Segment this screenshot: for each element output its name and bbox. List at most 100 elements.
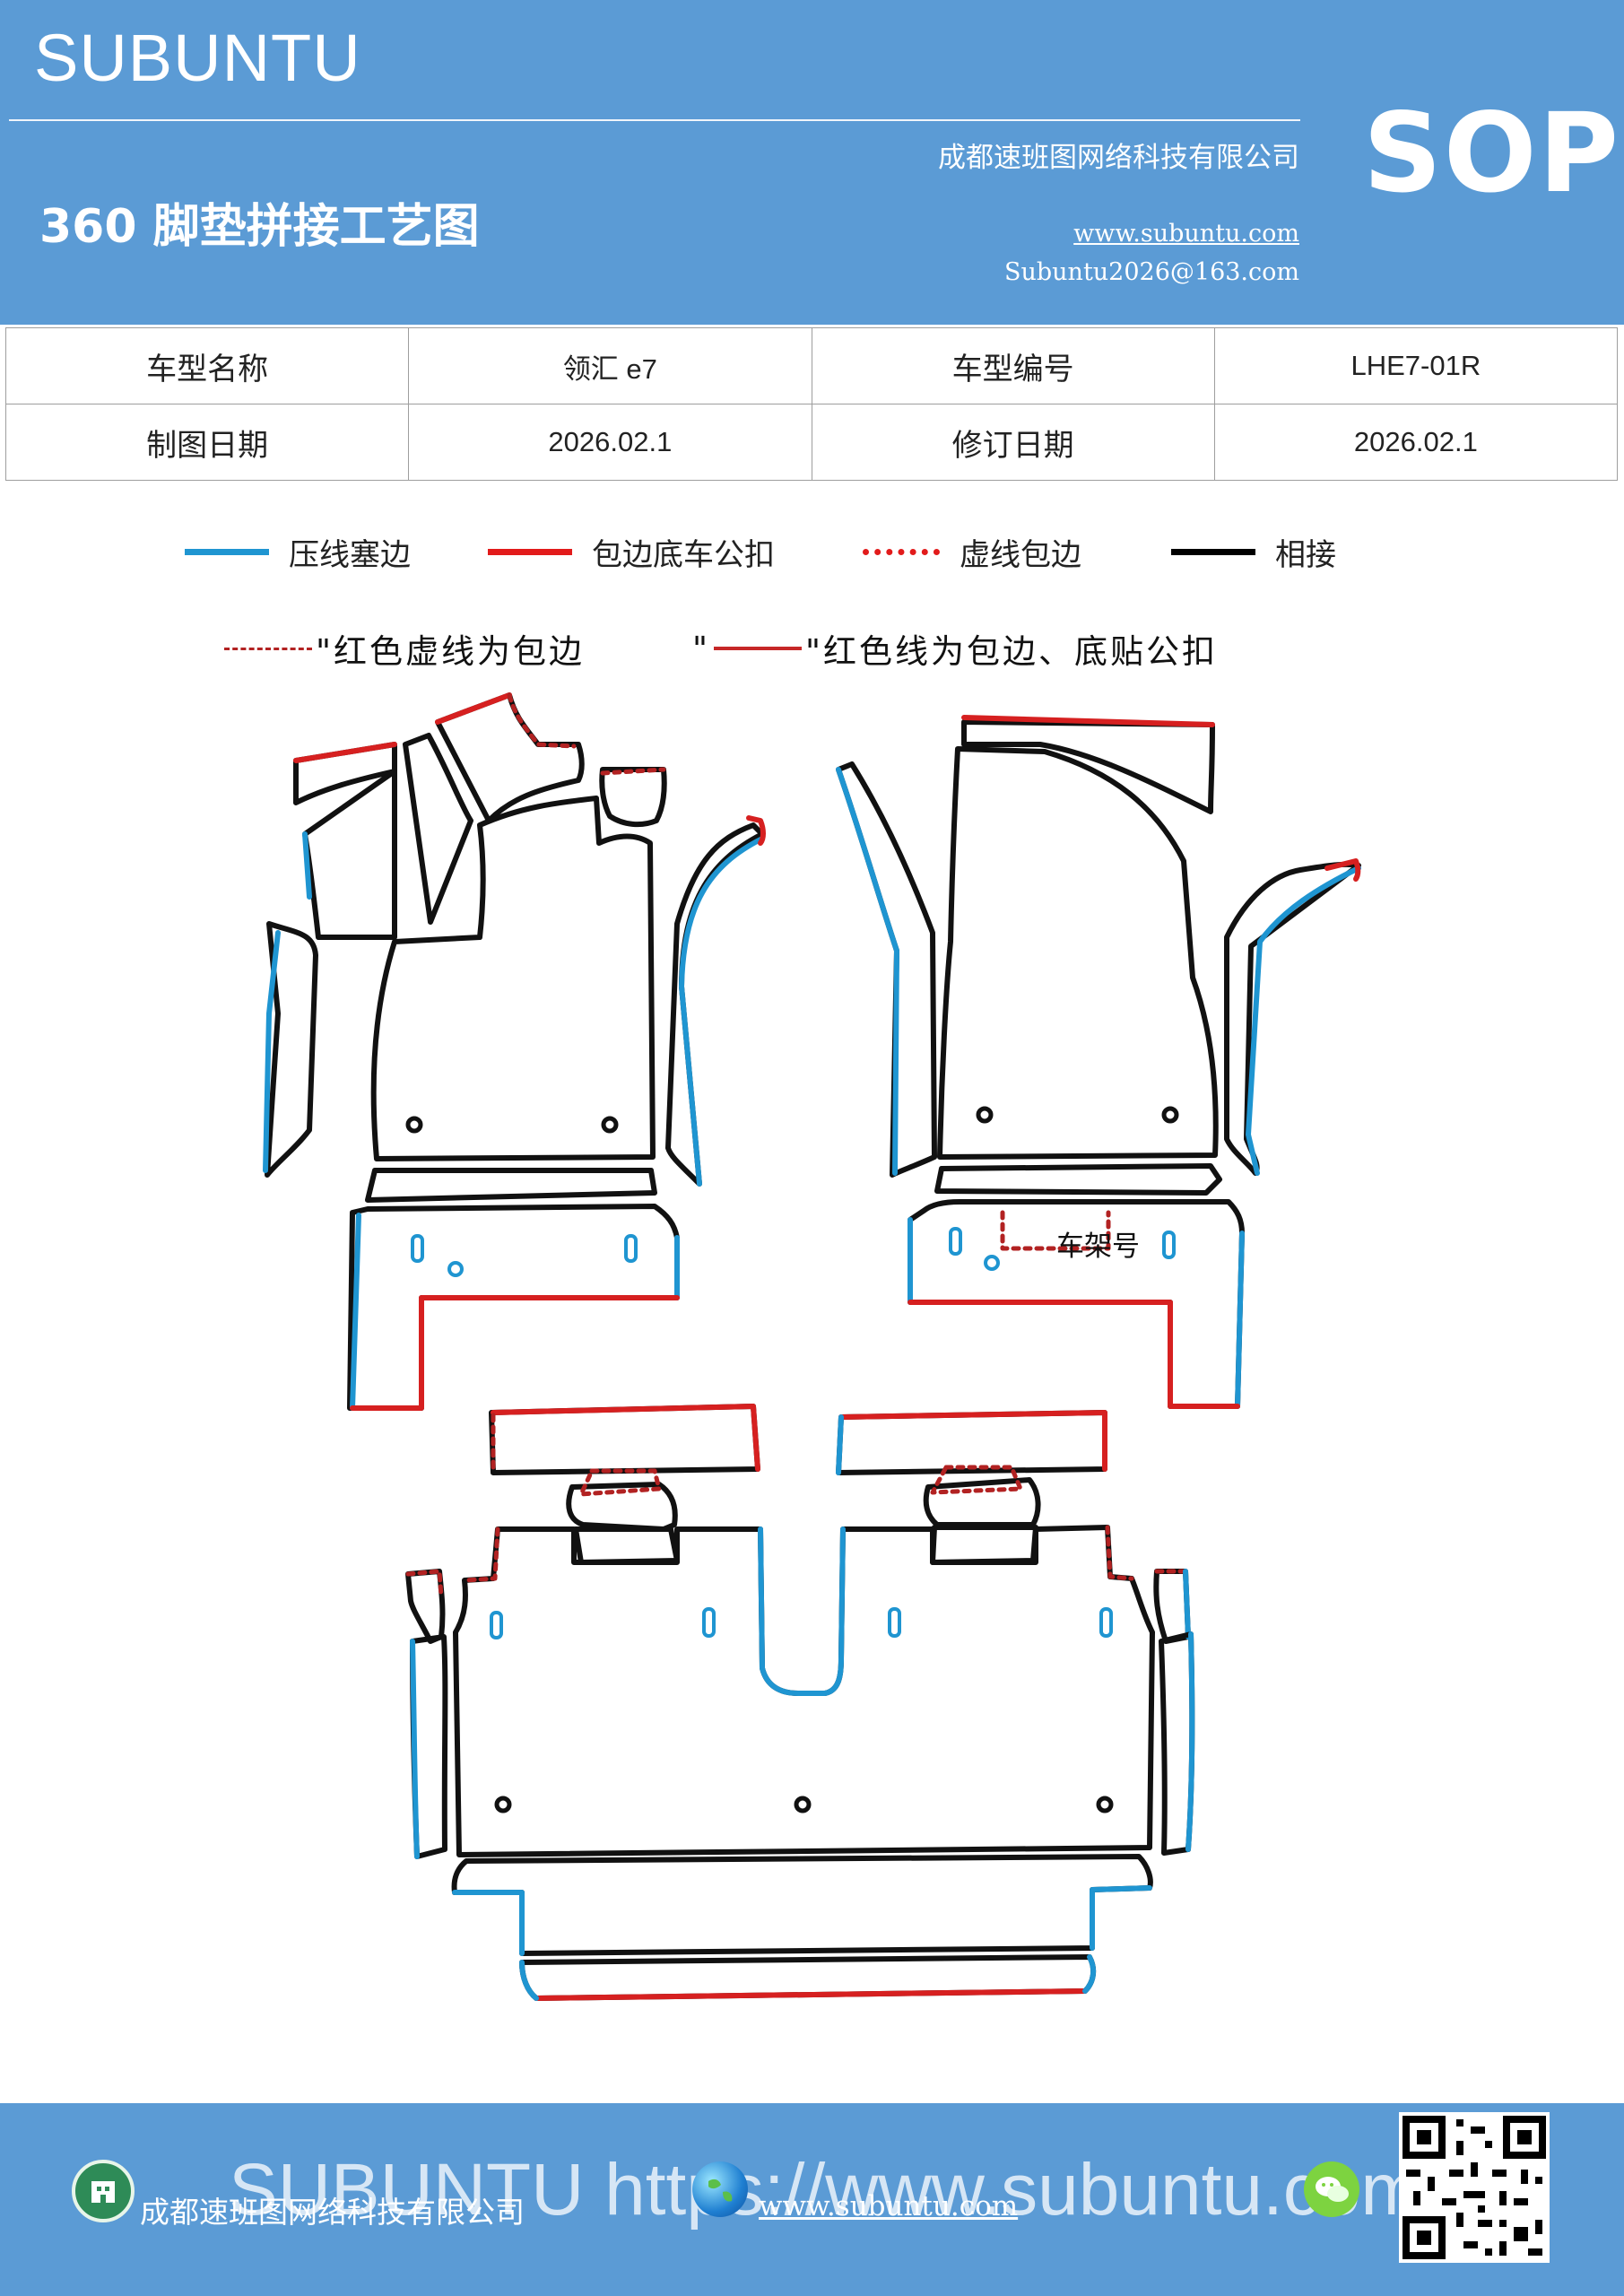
legend-item-hem-buckle: 包边底车公扣	[488, 529, 775, 574]
legend-swatch-red-dotted	[863, 548, 940, 555]
legend-label: 压线塞边	[289, 536, 411, 573]
slot-hole	[949, 1227, 962, 1256]
footer-watermark: SUBUNTU https://www.subuntu.com	[229, 2149, 1422, 2231]
mat-edge-blue	[302, 831, 312, 900]
fixing-hole	[976, 1106, 994, 1124]
mat-piece	[930, 1525, 1038, 1565]
mat-edge-red	[293, 742, 397, 763]
building-icon	[72, 2160, 135, 2222]
mat-edge-blue	[1183, 1569, 1191, 1639]
mat-edge-red-dotted	[578, 1468, 662, 1497]
fixing-hole	[1096, 1796, 1114, 1813]
legend-swatch-black	[1171, 548, 1255, 555]
legend-item-press-line: 压线塞边	[185, 529, 411, 574]
mat-piece	[836, 761, 937, 1178]
header-banner	[0, 0, 1624, 325]
fixing-hole	[601, 1116, 619, 1134]
table-cell: 车型名称	[4, 327, 410, 404]
footer-company-name: 成都速班图网络科技有限公司	[140, 2195, 525, 2230]
mat-edge-red	[838, 1410, 1107, 1472]
mat-edge-red	[491, 1404, 760, 1472]
mat-piece	[937, 746, 1219, 1160]
note-dashed-swatch	[224, 647, 312, 650]
mat-edge-blue	[263, 930, 281, 1173]
fixing-hole	[984, 1255, 1000, 1271]
mat-edge-red	[908, 1300, 1240, 1409]
slot-hole	[702, 1607, 716, 1638]
mat-piece	[403, 733, 473, 925]
table-cell: 领汇 e7	[408, 327, 812, 404]
mat-edge-red-dotted	[1105, 1525, 1134, 1581]
fixing-hole	[1161, 1106, 1179, 1124]
globe-icon	[692, 2161, 748, 2217]
mat-edge-blue	[1090, 1885, 1152, 1951]
legend-label: 包边底车公扣	[592, 536, 775, 573]
sop-badge: SOP	[1363, 90, 1620, 217]
legend-label: 相接	[1275, 536, 1336, 573]
fixing-hole	[405, 1116, 423, 1134]
website-link[interactable]: www.subuntu.com	[1073, 220, 1299, 248]
legend-swatch-blue	[185, 548, 269, 555]
qr-code	[1399, 2112, 1550, 2263]
note-quote: "	[692, 629, 711, 668]
mat-edge-blue	[519, 1960, 539, 2001]
table-cell: 2026.02.1	[1213, 404, 1619, 481]
footer-website-link[interactable]: www.subuntu.com	[759, 2190, 1019, 2222]
mat-piece	[934, 1163, 1222, 1196]
mat-edge-red-dotted	[462, 1526, 500, 1583]
legend-item-dotted-hem: 虚线包边	[863, 529, 1081, 574]
mat-edge-red	[534, 1988, 1088, 2001]
mat-edge-blue	[410, 1639, 420, 1859]
mat-edge-blue	[452, 1890, 525, 1956]
mat-edge-red-dotted	[1000, 1210, 1111, 1251]
page-title: 360 脚垫拼接工艺图	[39, 200, 480, 254]
mat-piece	[302, 769, 397, 940]
legend-label: 虚线包边	[960, 536, 1081, 573]
front-right-mat-group	[836, 715, 1361, 1409]
mat-piece	[599, 767, 667, 828]
solid-hem-note: " "红色线为包边、底贴公扣	[692, 624, 1218, 673]
note-solid-swatch	[714, 647, 803, 650]
mat-edge-blue	[836, 1414, 844, 1475]
mat-edge-red-dotted	[600, 767, 666, 776]
mat-edge-red	[746, 815, 766, 846]
mat-edge-red-dotted	[507, 692, 577, 749]
legend-item-join: 相接	[1171, 529, 1336, 574]
brand-logo-text: SUBUNTU	[34, 21, 361, 95]
legend-swatch-red	[488, 548, 572, 555]
mat-edge-blue	[1185, 1631, 1195, 1852]
fixing-hole	[447, 1261, 464, 1277]
slot-hole	[411, 1234, 424, 1263]
slot-hole	[1099, 1607, 1113, 1638]
mat-piece	[573, 1526, 680, 1565]
front-left-mat-group	[263, 692, 766, 1411]
mat-piece	[451, 1854, 1153, 1956]
mat-edge-red	[1324, 858, 1361, 882]
email-address: Subuntu2026@163.com	[1004, 258, 1299, 286]
table-row: 车型名称 领汇 e7 车型编号 LHE7-01R	[4, 327, 1619, 404]
fixing-hole	[494, 1796, 512, 1813]
wechat-icon	[1304, 2161, 1359, 2217]
company-name: 成都速班图网络科技有限公司	[938, 142, 1299, 174]
vehicle-info-table: 车型名称 领汇 e7 车型编号 LHE7-01R 制图日期 2026.02.1 …	[4, 327, 1619, 481]
mat-edge-blue	[1235, 1231, 1245, 1409]
table-cell: 制图日期	[4, 404, 410, 481]
dashed-hem-note: "红色虚线为包边	[221, 624, 585, 673]
mat-piece	[265, 921, 318, 1178]
table-cell: LHE7-01R	[1213, 327, 1619, 404]
table-cell: 车型编号	[811, 327, 1215, 404]
table-row: 制图日期 2026.02.1 修订日期 2026.02.1	[4, 404, 1619, 481]
mat-piece	[405, 1569, 446, 1644]
table-cell: 2026.02.1	[408, 404, 812, 481]
mat-edge-red-dotted	[930, 1465, 1023, 1495]
mat-edge-red-dotted	[405, 1569, 444, 1599]
mat-piece	[370, 796, 656, 1161]
slot-hole	[490, 1611, 503, 1639]
mat-piece	[836, 1410, 1107, 1475]
mat-edge-blue	[1246, 865, 1361, 1176]
mat-edge-blue	[1082, 1954, 1097, 1994]
header-divider	[9, 119, 1300, 121]
table-cell: 修订日期	[811, 404, 1215, 481]
slot-hole	[888, 1607, 901, 1638]
slot-hole	[1162, 1231, 1176, 1259]
